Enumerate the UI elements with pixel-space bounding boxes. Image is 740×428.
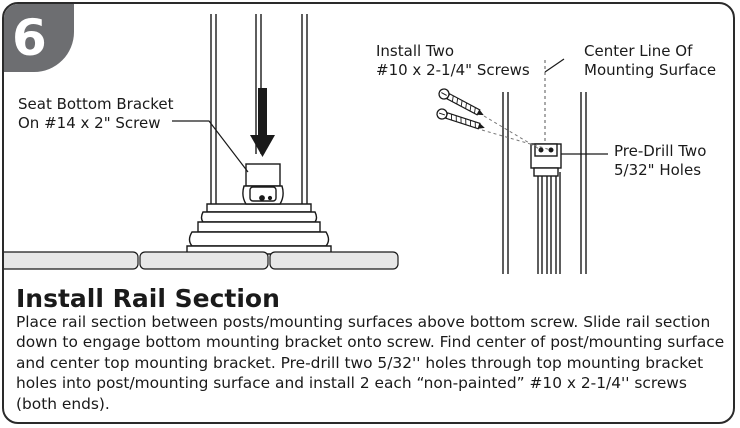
callout-center-line-line2: Mounting Surface: [584, 61, 717, 79]
callout-install-screws: Install Two #10 x 2-1/4" Screws: [376, 42, 530, 80]
callout-bottom-bracket-line1: Seat Bottom Bracket: [18, 95, 174, 113]
callout-predrill-line1: Pre-Drill Two: [614, 142, 707, 160]
step-number: 6: [12, 9, 47, 67]
callout-bottom-bracket-line2: On #14 x 2" Screw: [18, 114, 161, 132]
screw-upper: [438, 88, 484, 116]
leader-line-bottom-bracket: [172, 120, 249, 173]
callout-predrill-line2: 5/32" Holes: [614, 161, 702, 179]
callout-predrill: Pre-Drill Two 5/32" Holes: [614, 142, 706, 180]
callout-center-line: Center Line Of Mounting Surface: [584, 42, 716, 80]
paver-row: [4, 251, 399, 270]
leader-lines-right: [544, 58, 608, 155]
installation-illustration: [4, 14, 608, 274]
bottom-bracket: [242, 163, 284, 205]
callout-center-line-line1: Center Line Of: [584, 42, 693, 60]
post-assembly-right: [502, 92, 587, 274]
instruction-panel: 6 Seat Bottom Bracket On #14 x 2" Screw …: [2, 2, 735, 424]
screw-path-lines: [481, 115, 552, 151]
section-body: Place rail section between posts/mountin…: [16, 313, 725, 413]
screw-lower: [436, 108, 485, 130]
callout-install-screws-line2: #10 x 2-1/4" Screws: [376, 61, 530, 79]
callout-install-screws-line1: Install Two: [376, 42, 455, 60]
down-arrow: [250, 88, 275, 157]
section-title: Install Rail Section: [16, 284, 280, 313]
callout-bottom-bracket: Seat Bottom Bracket On #14 x 2" Screw: [18, 95, 174, 133]
